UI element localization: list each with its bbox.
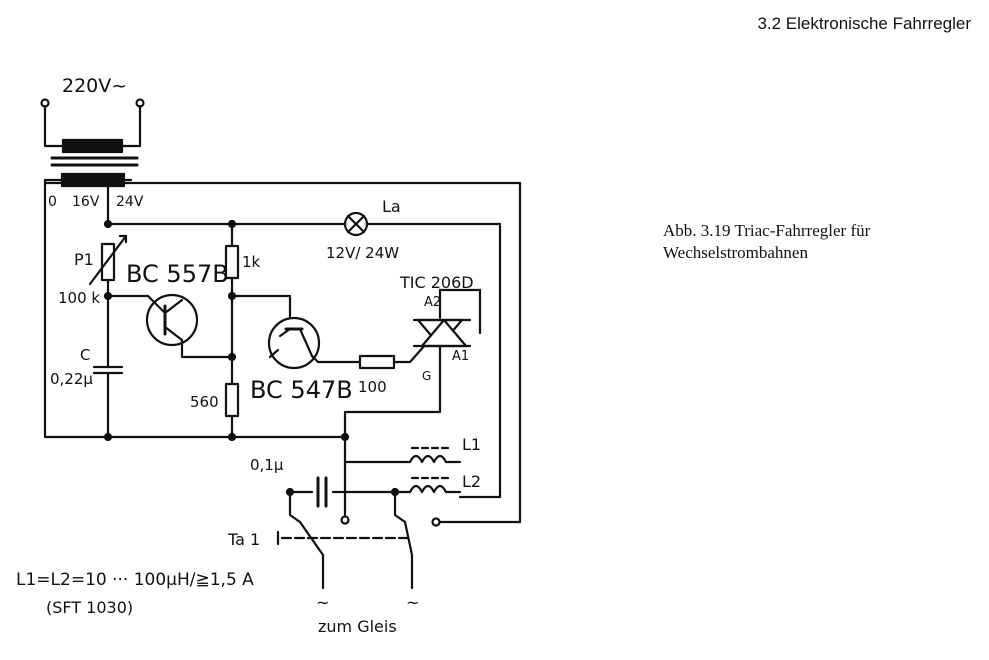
label-p1-value: 100 k — [58, 289, 100, 307]
switch-ta1 — [276, 520, 414, 557]
label-lamp-value: 12V/ 24W — [326, 244, 399, 262]
transformer-secondary — [43, 172, 133, 188]
caption-line-2: Wechselstrombahnen — [663, 243, 808, 262]
resistor-100 — [358, 354, 396, 370]
label-bc547b: BC 547B — [250, 376, 353, 404]
transistor-bc557b — [106, 293, 234, 359]
label-tap-24v: 24V — [116, 194, 144, 210]
caption-line-1: Abb. 3.19 Triac-Fahrregler für — [663, 221, 871, 240]
label-inductor-note: L1=L2=10 ··· 100µH/≧1,5 A — [16, 570, 254, 590]
wire-0v-outer — [43, 181, 522, 524]
label-triac-a2: A2 — [424, 295, 441, 310]
label-c-value: 0,22µ — [50, 370, 93, 388]
label-l2: L2 — [462, 472, 481, 491]
label-track: zum Gleis — [318, 617, 397, 636]
label-r100: 100 — [358, 378, 387, 396]
label-l1: L1 — [462, 435, 481, 454]
label-tap-16v: 16V — [72, 194, 100, 210]
label-mains: 220V~ — [62, 75, 127, 97]
figure-caption: Abb. 3.19 Triac-Fahrregler für Wechselst… — [663, 220, 983, 264]
label-c01: 0,1µ — [250, 456, 284, 474]
label-tilde-right: ~ — [406, 593, 419, 612]
transistor-bc547b — [267, 316, 321, 370]
label-part-note: (SFT 1030) — [46, 598, 133, 617]
section-header: 3.2 Elektronische Fahrregler — [757, 14, 971, 33]
transformer-core — [50, 156, 139, 167]
label-ta1: Ta 1 — [227, 530, 260, 549]
label-bc557b: BC 557B — [126, 260, 229, 288]
resistor-560 — [224, 382, 240, 418]
terminal-out-right — [431, 517, 441, 527]
potentiometer-p1 — [88, 234, 128, 286]
inductor-l2 — [288, 476, 462, 494]
triac-tic206d — [412, 288, 482, 348]
inductor-l1 — [343, 446, 462, 464]
label-p1: P1 — [74, 250, 94, 269]
label-triac-g: G — [422, 369, 431, 383]
label-1k: 1k — [242, 253, 261, 271]
capacitor-c — [92, 350, 124, 439]
label-tap-0: 0 — [48, 194, 57, 210]
label-tilde-left: ~ — [316, 593, 329, 612]
label-c: C — [80, 346, 90, 364]
label-triac-type: TIC 206D — [399, 273, 474, 292]
label-triac-a1: A1 — [452, 349, 469, 364]
lamp-la — [343, 211, 369, 237]
capacitor-0-1u — [316, 476, 328, 508]
label-lamp-la: La — [382, 197, 401, 216]
rail-top — [106, 184, 347, 226]
transformer-primary — [40, 98, 145, 154]
label-560: 560 — [190, 393, 219, 411]
